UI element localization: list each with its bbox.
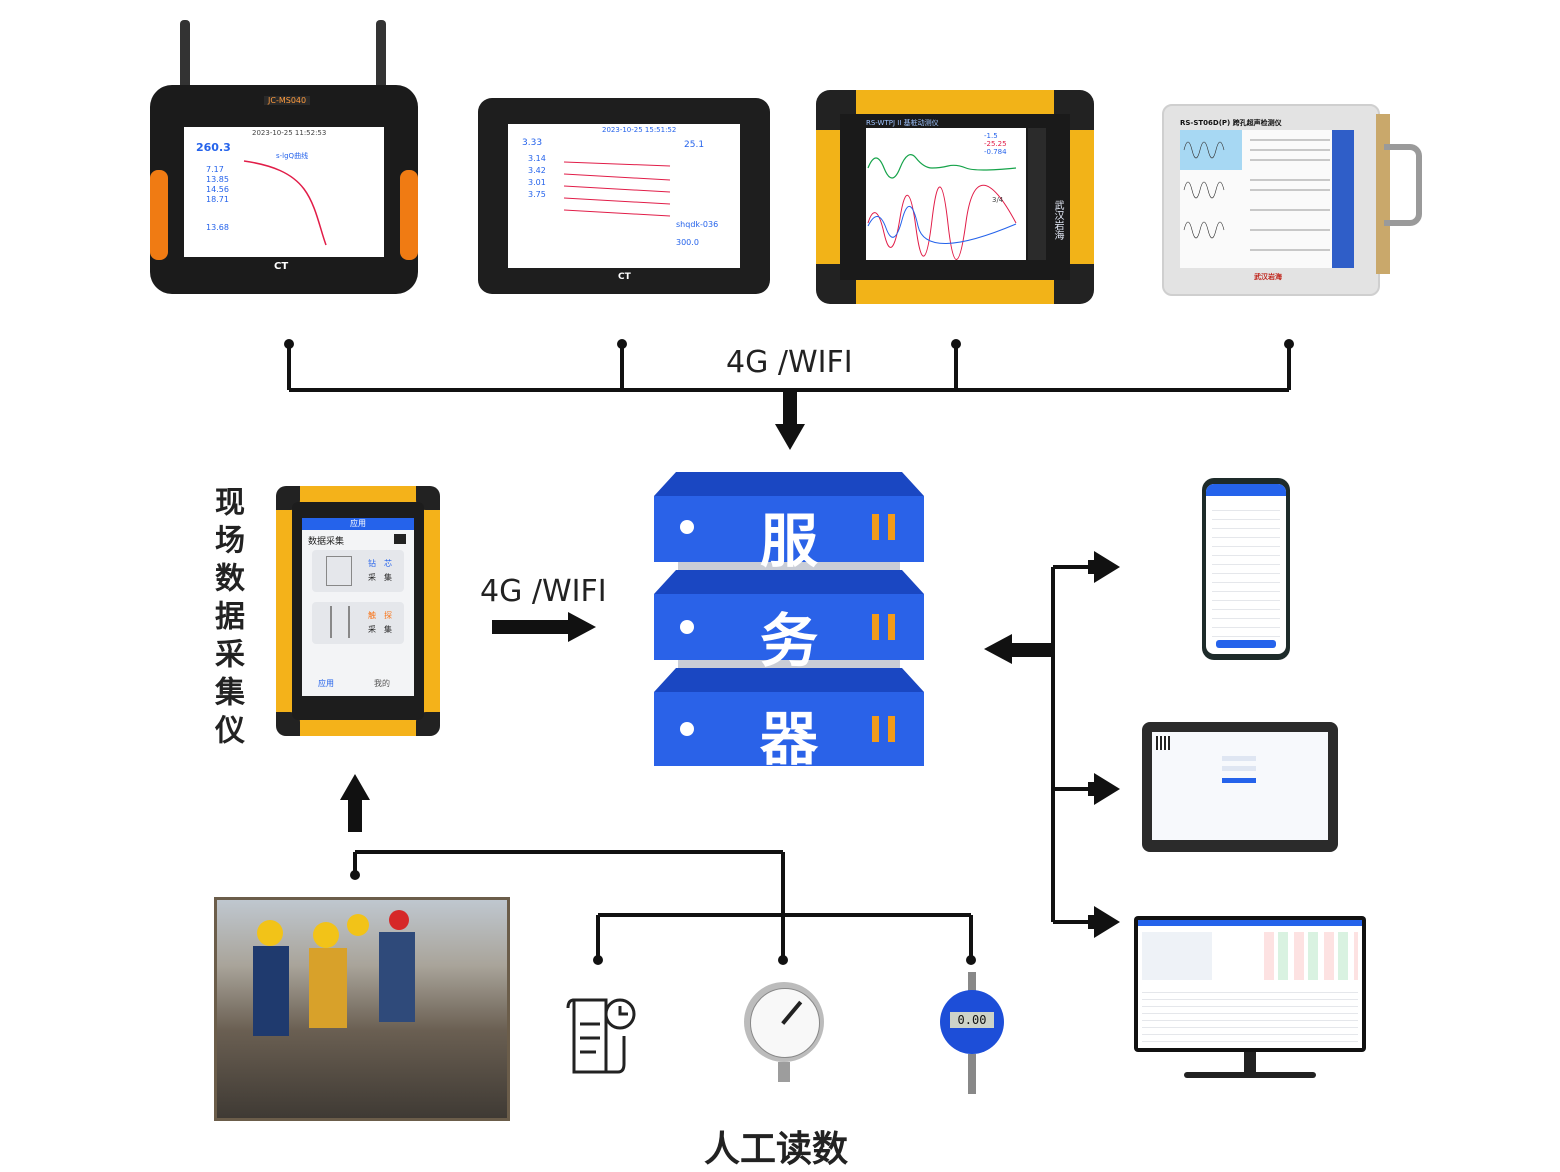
- server-unit-1: 服: [654, 472, 924, 575]
- server-unit-2: 务: [654, 570, 924, 675]
- app-header: 应用: [302, 518, 414, 530]
- waveform-plot: [867, 154, 1017, 260]
- brand-label: 武汉岩海: [1254, 273, 1282, 281]
- reading-row: 3.01: [528, 178, 546, 187]
- reading-main: 260.3: [196, 141, 231, 154]
- server-unit-3: 器: [654, 668, 924, 773]
- reading-row: 14.56: [206, 185, 229, 194]
- document-clock-icon: [566, 994, 638, 1078]
- reading-row: 3.42: [528, 166, 546, 175]
- handle-icon: [1384, 144, 1422, 226]
- card-text: 集: [384, 625, 392, 634]
- reading-row: 18.71: [206, 195, 229, 204]
- device-2-screen: 2023-10-25 15:51:52 3.33 3.14 3.42 3.01 …: [508, 124, 740, 268]
- qr-code-icon: [1156, 736, 1170, 750]
- line-plot: [563, 161, 671, 217]
- field-collector-label: 现场数据采集仪: [209, 486, 244, 752]
- device-model-title: RS-WTPJ II 基桩动测仪: [866, 119, 939, 127]
- reading-row: 7.17: [206, 165, 224, 174]
- server-stack: 服 务 器: [654, 472, 924, 773]
- ultrasonic-plot: [1180, 130, 1354, 268]
- reading-row: -0.784: [984, 148, 1007, 156]
- drilling-collect-card[interactable]: 钻 芯 采 集: [312, 550, 404, 592]
- tab-mine[interactable]: 我的: [374, 679, 390, 688]
- card-text: 触: [368, 611, 376, 620]
- timestamp: 2023-10-25 15:51:52: [602, 126, 677, 134]
- app-logo: [394, 534, 406, 544]
- client-monitor: [1134, 916, 1366, 1094]
- timestamp: 2023-10-25 11:52:53: [252, 129, 327, 137]
- network-label-mid: 4G /WIFI: [480, 574, 607, 609]
- device-3-screen: -1.5 -25.25 -0.784 3/4: [866, 128, 1026, 260]
- reading-main: 3.33: [522, 138, 543, 148]
- server-label-1: 服: [759, 507, 818, 575]
- curve-title: s-lgQ曲线: [276, 152, 309, 160]
- reading-row: 13.85: [206, 175, 229, 184]
- card-text: 钻: [368, 559, 376, 568]
- device-rs-wtpj: RS-WTPJ II 基桩动测仪 -1.5 -25.25 -0.784 3/4 …: [816, 90, 1094, 304]
- device-1-screen: 2023-10-25 11:52:53 260.3 7.17 13.85 14.…: [184, 127, 384, 257]
- card-text: 集: [384, 573, 392, 582]
- probe-collect-card[interactable]: 触 探 采 集: [312, 602, 404, 644]
- network-label-top: 4G /WIFI: [726, 345, 853, 380]
- client-tablet: [1142, 722, 1338, 852]
- device-tablet-2: 2023-10-25 15:51:52 3.33 3.14 3.42 3.01 …: [478, 98, 770, 294]
- antenna-left-icon: [180, 20, 190, 90]
- pressure-gauge-icon: [742, 980, 826, 1084]
- card-text: 探: [384, 611, 392, 620]
- device-4-screen: [1180, 130, 1354, 268]
- page-indicator: 3/4: [992, 196, 1004, 204]
- server-label-3: 器: [759, 705, 818, 773]
- drill-rig-icon: [326, 556, 352, 586]
- field-photo: [214, 897, 510, 1121]
- device-model-title: RS-ST06D(P) 跨孔超声检测仪: [1180, 119, 1282, 127]
- card-text: 采: [368, 573, 376, 582]
- reading-row: 3.14: [528, 154, 546, 163]
- reading-row: 13.68: [206, 223, 229, 232]
- card-text: 芯: [384, 559, 392, 568]
- curve-plot: [243, 160, 327, 246]
- reading-value2: 300.0: [676, 238, 699, 247]
- reading-row: -1.5: [984, 132, 998, 140]
- device-model-badge: JC-MS040: [264, 96, 311, 105]
- device-logo: CT: [274, 261, 289, 272]
- reading-side: 25.1: [684, 140, 705, 150]
- tab-apps[interactable]: 应用: [318, 679, 334, 688]
- brand-label: 武汉岩海: [1052, 200, 1063, 240]
- device-jc-ms040: JC-MS040 2023-10-25 11:52:53 260.3 7.17 …: [150, 20, 418, 294]
- handheld-collector: 应用 数据采集 钻 芯 采 集 触 探 采 集 应用 我的: [276, 486, 440, 736]
- dial-indicator-icon: 0.00: [940, 972, 1004, 1096]
- manual-reading-label: 人工读数: [704, 1129, 849, 1170]
- station-id: shqdk-036: [676, 220, 719, 229]
- server-label-2: 务: [759, 607, 818, 675]
- reading-row: 3.75: [528, 190, 546, 199]
- client-phone: [1202, 478, 1290, 660]
- device-logo: CT: [618, 272, 631, 282]
- gauge-display: 0.00: [950, 1012, 994, 1028]
- reading-row: -25.25: [984, 140, 1007, 148]
- probe-icon: [330, 606, 350, 638]
- card-text: 采: [368, 625, 376, 634]
- app-title: 数据采集: [308, 537, 345, 547]
- antenna-right-icon: [376, 20, 386, 90]
- map-panel: [1142, 932, 1212, 980]
- device-rs-st06d: RS-ST06D(P) 跨孔超声检测仪 武汉岩海: [1162, 104, 1422, 296]
- handheld-screen: 应用 数据采集 钻 芯 采 集 触 探 采 集 应用 我的: [302, 518, 414, 696]
